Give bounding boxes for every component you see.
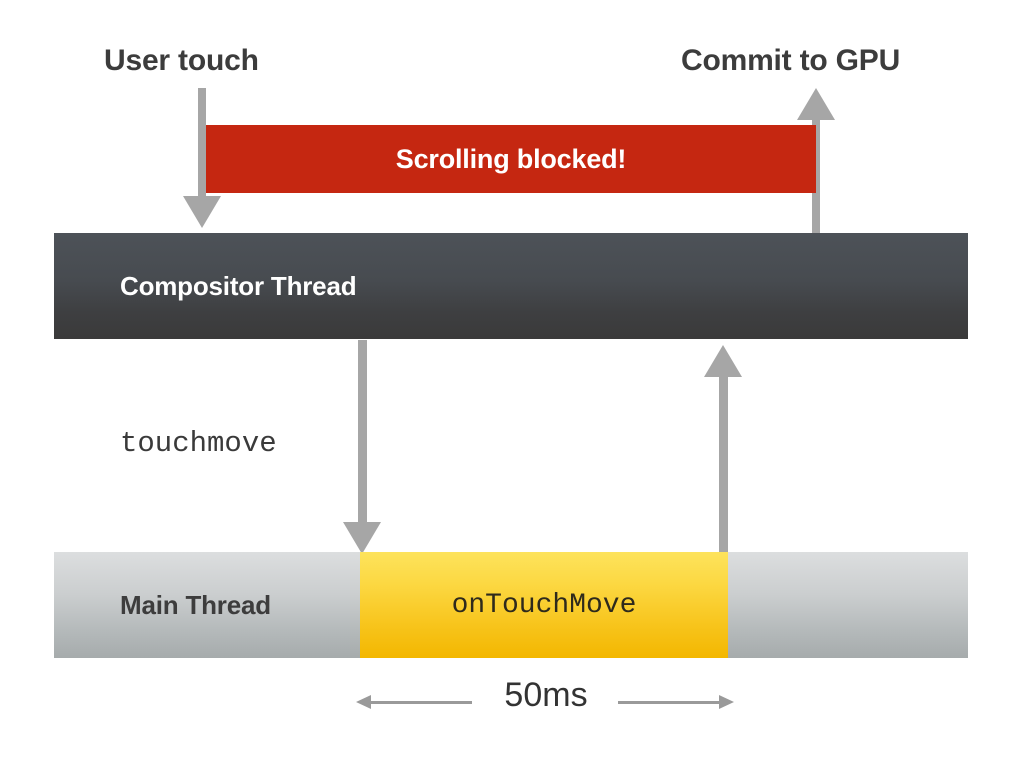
commit-to-gpu-label: Commit to GPU: [681, 44, 901, 77]
commit-to-gpu-arrow-shaft: [812, 118, 820, 234]
scrolling-blocked-text: Scrolling blocked!: [395, 143, 627, 174]
main-thread-bar: Main Thread onTouchMove: [54, 552, 968, 658]
user-touch-arrow-shaft: [198, 88, 206, 200]
arrow-left-icon: [356, 695, 371, 709]
main-thread-label: Main Thread: [120, 589, 271, 620]
scrolling-blocked-banner: Scrolling blocked!: [206, 125, 816, 193]
user-touch-label: User touch: [104, 44, 259, 77]
compositor-thread-bar: Compositor Thread: [54, 233, 968, 339]
duration-dimension: 50ms: [356, 676, 734, 732]
arrow-up-icon: [704, 345, 742, 377]
return-arrow-shaft: [719, 376, 728, 552]
arrow-down-icon: [343, 522, 381, 554]
touchmove-arrow-shaft: [358, 340, 367, 530]
arrow-up-icon: [797, 88, 835, 120]
dimension-line-left: [370, 701, 472, 704]
ontouchmove-task-label: onTouchMove: [451, 589, 637, 621]
dimension-line-right: [618, 701, 720, 704]
arrow-down-icon: [183, 196, 221, 228]
duration-label: 50ms: [504, 676, 588, 714]
arrow-right-icon: [719, 695, 734, 709]
ontouchmove-task-block: onTouchMove: [360, 552, 728, 658]
compositor-thread-label: Compositor Thread: [120, 270, 357, 301]
touchmove-event-label: touchmove: [120, 427, 277, 460]
